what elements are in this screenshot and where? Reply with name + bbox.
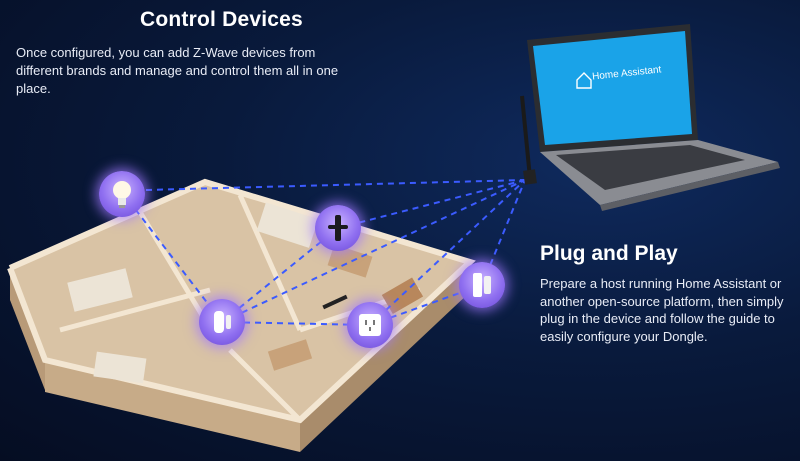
laptop bbox=[527, 24, 780, 211]
door-sensor-icon bbox=[214, 311, 231, 333]
light-bulb-device bbox=[99, 171, 145, 217]
light-bulb-icon bbox=[113, 181, 131, 208]
control-devices-title: Control Devices bbox=[140, 8, 303, 31]
z-wave-dongle-device bbox=[459, 262, 505, 308]
smart-lock-icon bbox=[328, 215, 348, 241]
dongle-antenna bbox=[520, 95, 537, 185]
smart-lock-device bbox=[315, 205, 361, 251]
smart-plug-icon bbox=[359, 314, 381, 336]
plug-and-play-description: Prepare a host running Home Assistant or… bbox=[540, 276, 784, 344]
door-sensor-device bbox=[199, 299, 245, 345]
smart-plug-device bbox=[347, 302, 393, 348]
z-wave-dongle-icon bbox=[473, 273, 491, 297]
plug-and-play-title: Plug and Play bbox=[540, 242, 678, 265]
control-devices-description: Once configured, you can add Z-Wave devi… bbox=[16, 45, 339, 96]
